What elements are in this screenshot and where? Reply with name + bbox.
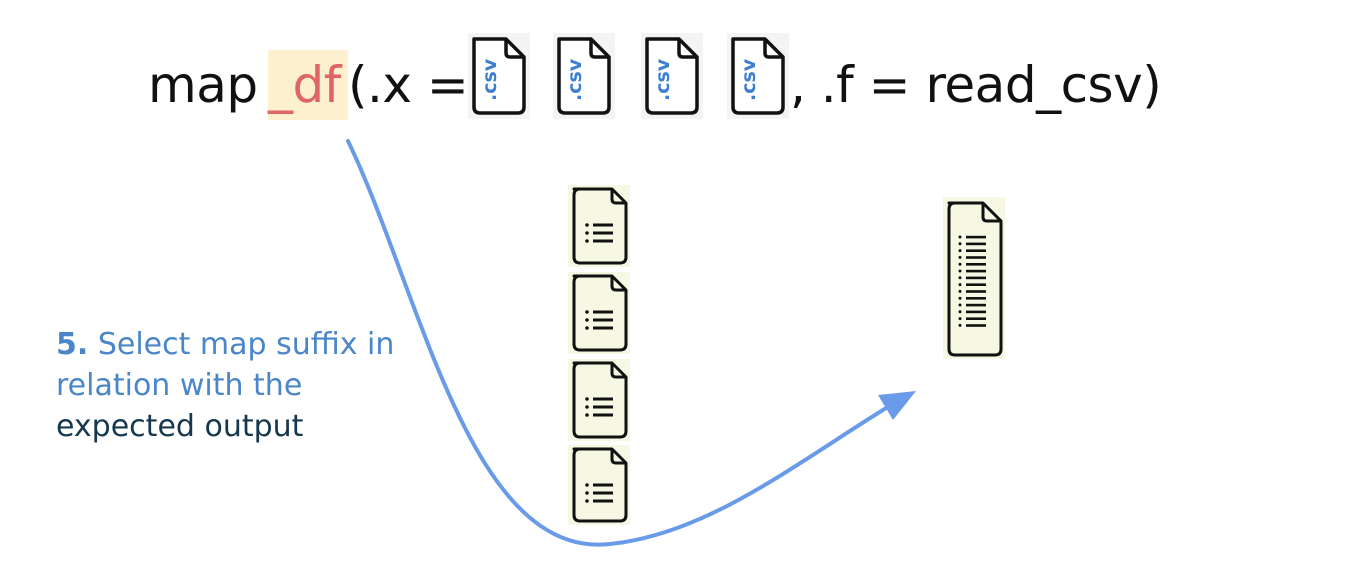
row-bullet: [958, 323, 962, 327]
row-bullet: [958, 310, 962, 314]
csv-file-icon: .csv: [468, 33, 530, 119]
row-bullet: [958, 283, 962, 287]
code-x-argument: (.x =: [348, 56, 469, 114]
row-line: [966, 317, 986, 320]
step-number: 5.: [56, 327, 89, 362]
row-line: [966, 276, 986, 280]
row-bullet: [958, 269, 962, 273]
caption-line-2: relation with the: [56, 368, 303, 403]
row-line: [966, 269, 986, 273]
combined-dataframe-icon: [943, 197, 1005, 359]
code-function-prefix: map: [148, 56, 258, 114]
list-document-icon: [568, 272, 630, 354]
code-function-suffix: _df: [268, 50, 348, 120]
row-line: [966, 283, 986, 286]
csv-file-icon: .csv: [553, 33, 615, 119]
row-line: [966, 249, 986, 252]
row-bullet: [958, 317, 962, 321]
svg-text:.csv: .csv: [479, 58, 501, 101]
code-function-argument: , .f = read_csv): [790, 56, 1162, 114]
row-bullet: [958, 262, 962, 266]
row-line: [966, 324, 986, 327]
row-line: [966, 242, 986, 246]
row-bullet: [958, 303, 962, 307]
row-line: [966, 290, 986, 293]
row-line: [966, 303, 986, 307]
caption-line-1: Select map suffix in: [88, 327, 395, 362]
svg-text:.csv: .csv: [738, 58, 760, 101]
csv-file-icon: .csv: [641, 33, 703, 119]
csv-file-icon: .csv: [727, 33, 789, 119]
svg-text:.csv: .csv: [564, 58, 586, 101]
caption-line-3: expected output: [56, 409, 304, 444]
list-document-icon: [568, 445, 630, 525]
row-bullet: [958, 296, 962, 300]
row-bullet: [958, 289, 962, 293]
row-bullet: [958, 255, 962, 259]
row-line: [966, 256, 986, 259]
step-caption: 5. Select map suffix in relation with th…: [56, 324, 394, 447]
row-bullet: [958, 249, 962, 253]
list-document-icon: [568, 359, 630, 441]
row-bullet: [958, 242, 962, 246]
row-line: [966, 235, 986, 239]
svg-text:.csv: .csv: [652, 58, 674, 101]
arrow-head-icon: [878, 391, 916, 420]
list-document-icon: [568, 185, 630, 267]
row-line: [966, 263, 986, 266]
row-bullet: [958, 235, 962, 239]
row-line: [966, 310, 986, 314]
row-line: [966, 297, 986, 300]
row-bullet: [958, 276, 962, 280]
